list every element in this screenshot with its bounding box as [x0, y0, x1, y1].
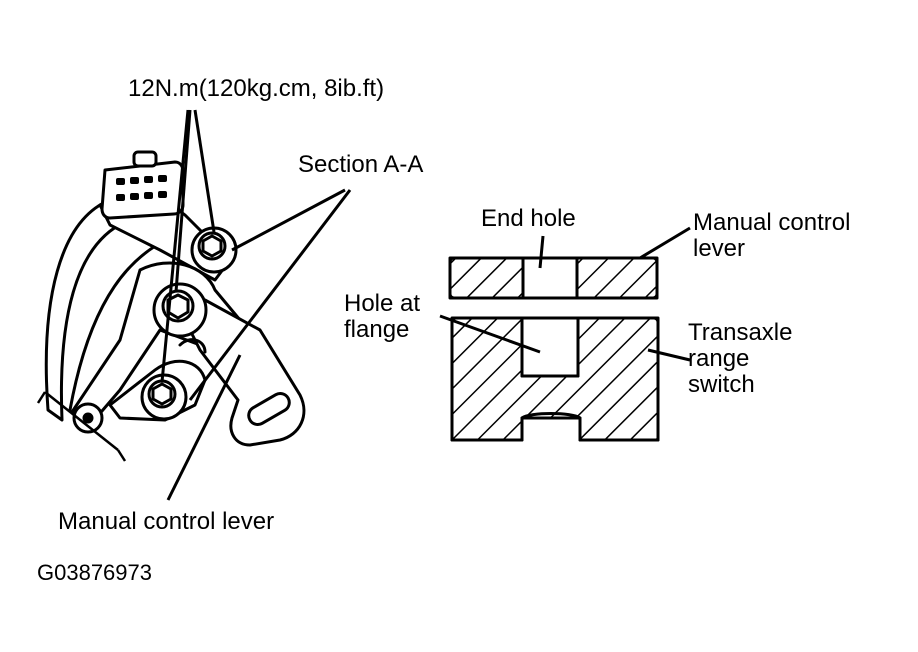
lever-plate-left-hatched	[448, 256, 525, 300]
section-view	[448, 256, 660, 442]
lever-slot	[247, 392, 291, 426]
connector-latch	[132, 150, 158, 168]
torque-spec-label: 12N.m(120kg.cm, 8ib.ft)	[128, 75, 385, 102]
body-notch	[178, 338, 207, 354]
right-leader-lines	[439, 226, 691, 362]
end-hole-label: End hole	[481, 205, 576, 232]
lever-plate-outline	[448, 256, 659, 300]
end-hole-gap	[521, 256, 579, 300]
hole-at-flange-label: Hole at flange	[344, 290, 421, 343]
left-leader-lines	[160, 109, 352, 501]
figure-id-label: G03876973	[37, 560, 152, 585]
manual-control-lever-right-label: Manual control lever	[693, 209, 851, 262]
connector-pins	[116, 175, 167, 201]
bolt-upper-right	[190, 226, 238, 274]
lever-plate-right-hatched	[575, 256, 659, 300]
arm-end-hole	[82, 412, 94, 424]
manual-control-lever-bottom-label: Manual control lever	[58, 508, 275, 535]
bolt-center	[152, 282, 208, 338]
switch-assembly-illustration	[44, 150, 306, 447]
section-a-a-label: Section A-A	[298, 151, 424, 178]
transaxle-range-switch-label: Transaxle range switch	[688, 319, 793, 398]
section-cut-marks	[36, 391, 127, 462]
bolt-lower	[140, 373, 188, 421]
switch-section-outline	[450, 316, 660, 442]
switch-body-arm	[44, 198, 127, 422]
connector-housing	[100, 160, 185, 220]
